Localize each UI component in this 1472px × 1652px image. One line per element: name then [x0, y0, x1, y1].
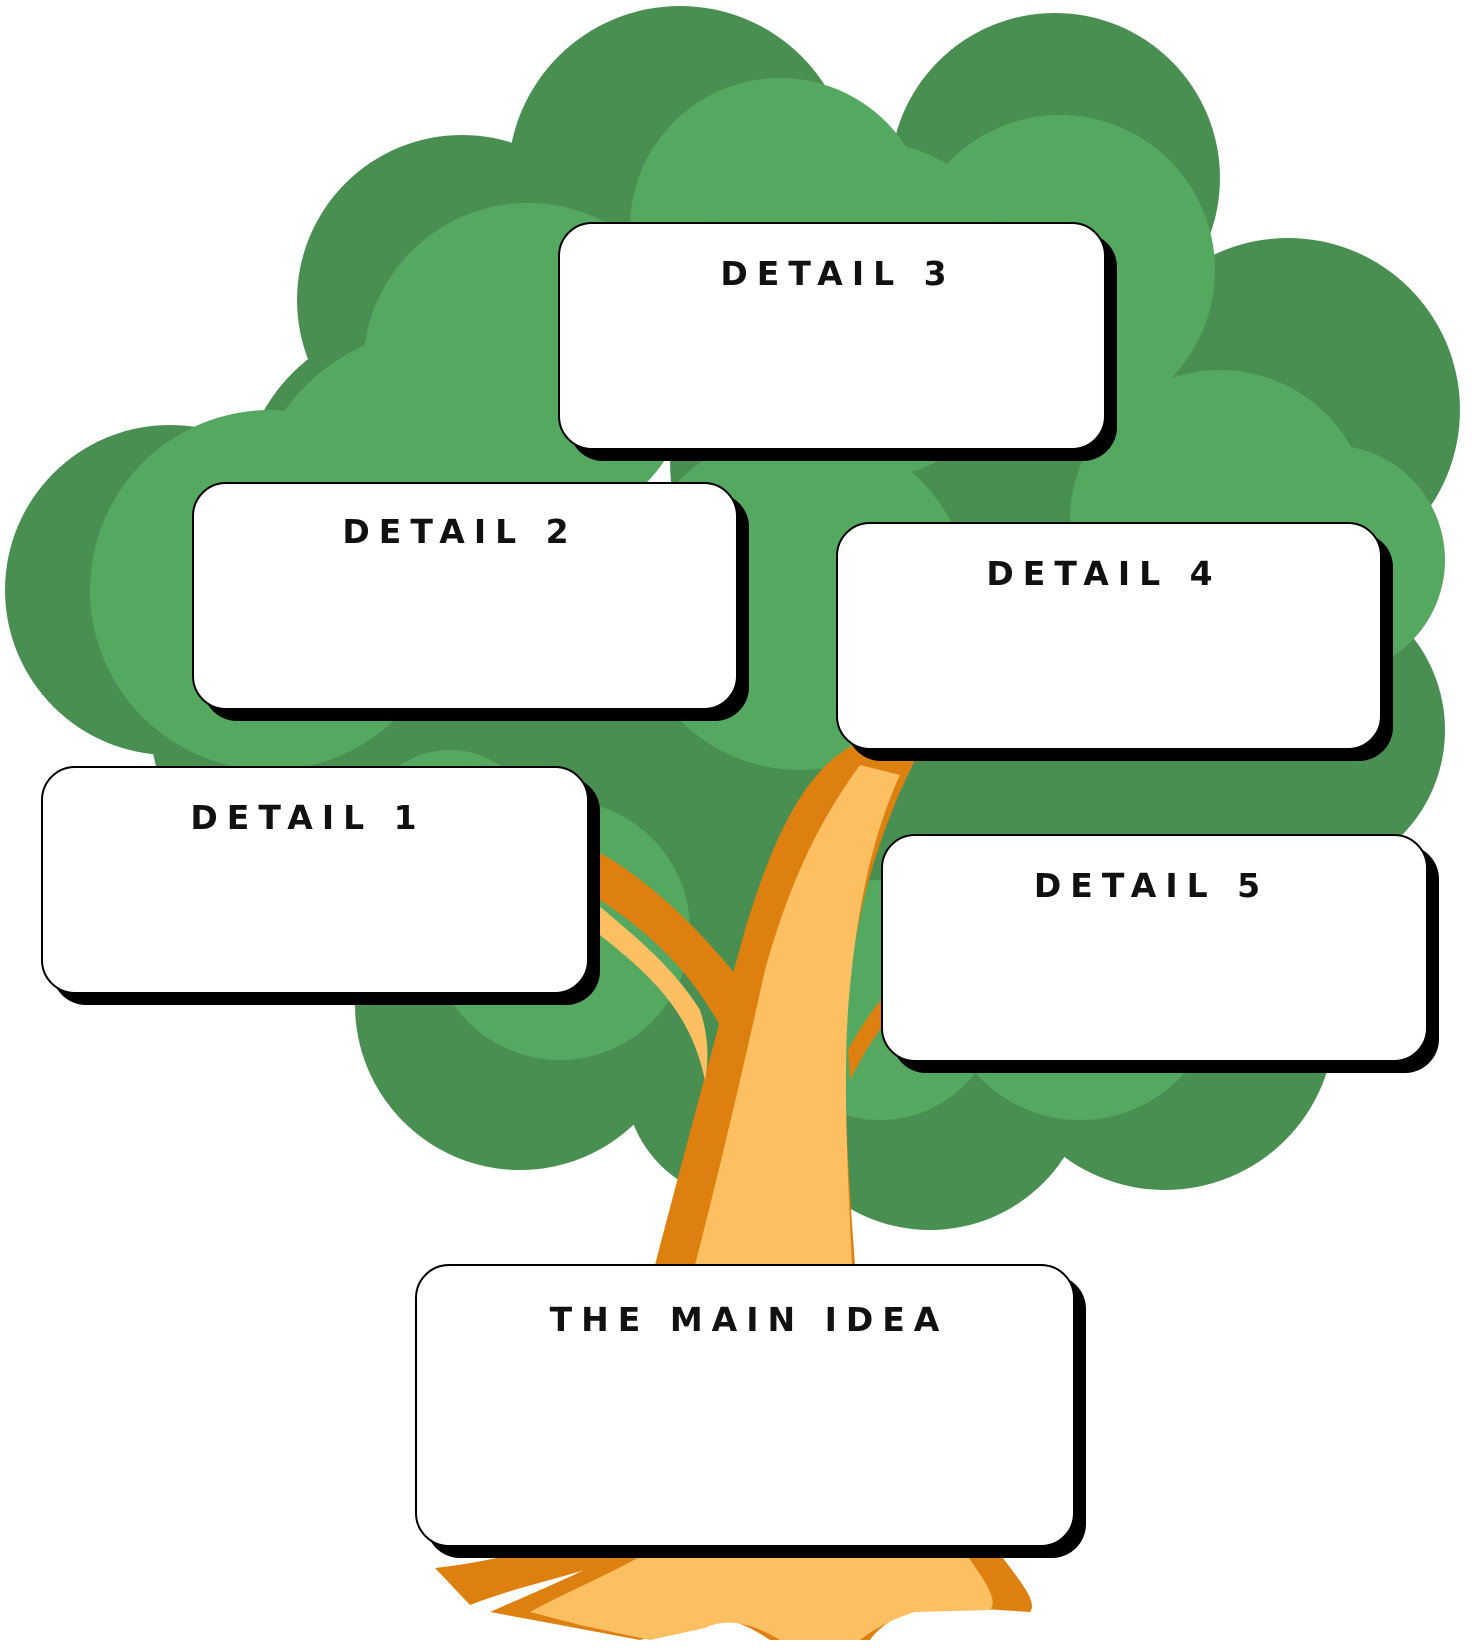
- detail-2-title: DETAIL 2: [342, 512, 578, 551]
- detail-5-box[interactable]: DETAIL 5: [881, 834, 1428, 1062]
- detail-3-title: DETAIL 3: [720, 254, 956, 293]
- main-idea-box[interactable]: THE MAIN IDEA: [415, 1264, 1075, 1547]
- detail-3-box[interactable]: DETAIL 3: [558, 222, 1106, 450]
- trunk: [435, 740, 1032, 1640]
- detail-1-box[interactable]: DETAIL 1: [41, 766, 589, 994]
- detail-1-title: DETAIL 1: [190, 798, 426, 837]
- detail-4-box[interactable]: DETAIL 4: [836, 522, 1382, 750]
- main-idea-title: THE MAIN IDEA: [549, 1300, 949, 1339]
- detail-4-title: DETAIL 4: [986, 554, 1222, 593]
- detail-5-title: DETAIL 5: [1033, 866, 1270, 905]
- detail-2-box[interactable]: DETAIL 2: [192, 482, 738, 710]
